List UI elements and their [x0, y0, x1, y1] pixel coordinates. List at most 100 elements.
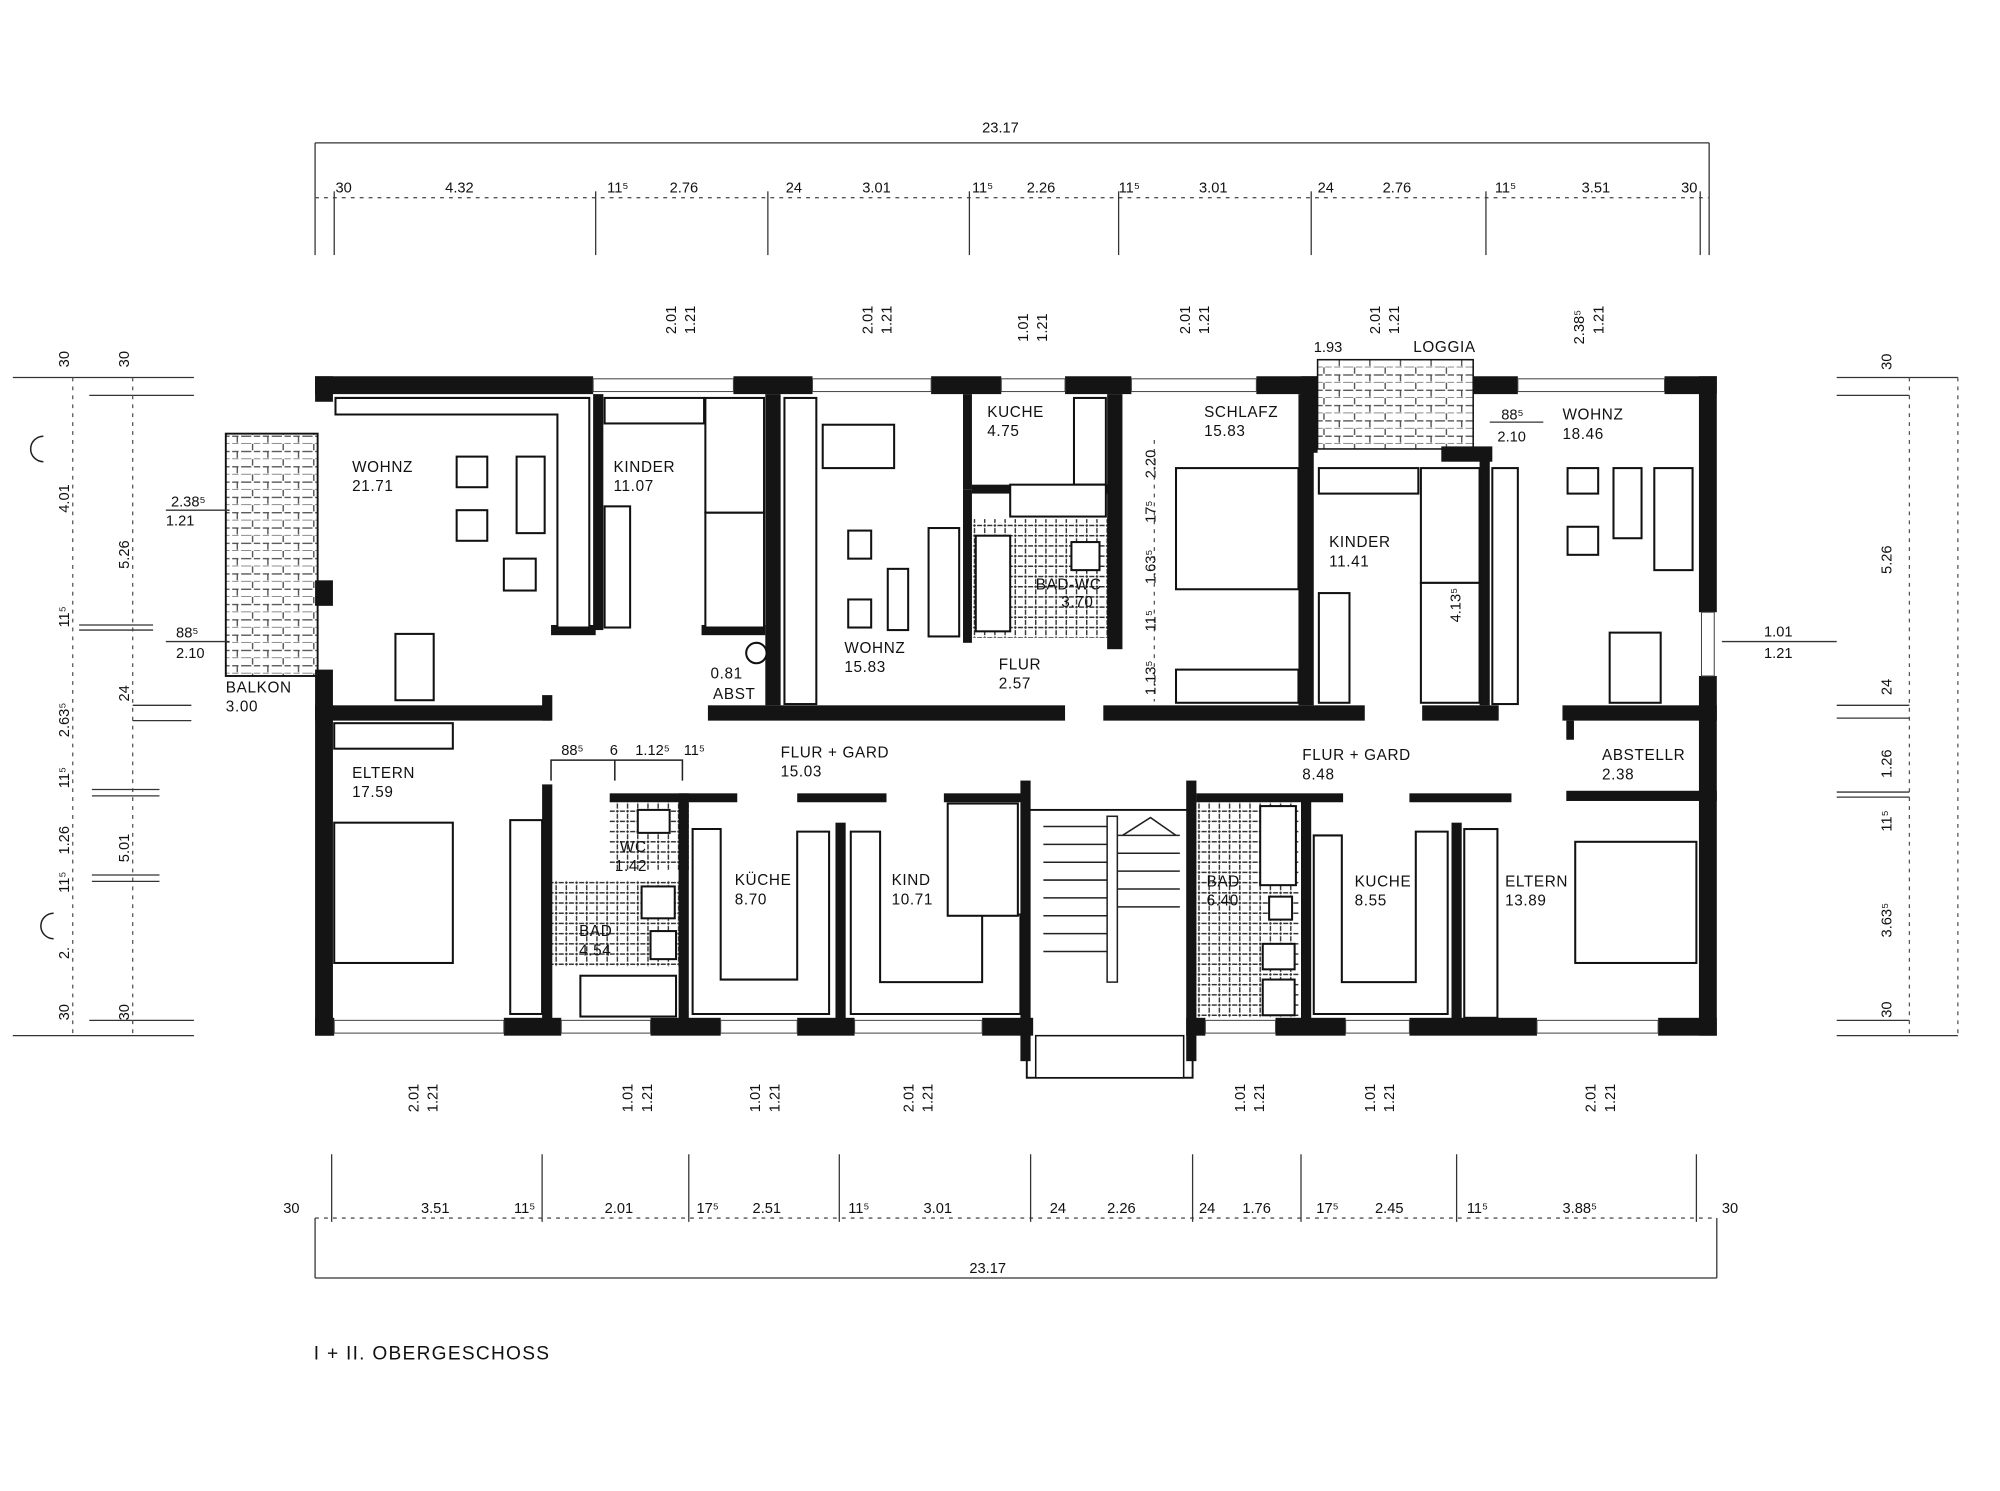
- room-area: 6.40: [1207, 893, 1239, 910]
- overall-width-top: 23.17: [982, 121, 1019, 137]
- balcony-window-width: 2.38⁵: [171, 494, 206, 510]
- dim-bottom: 11⁵: [848, 1201, 869, 1217]
- room-area: 15.83: [844, 659, 885, 676]
- dim-left: 2.: [57, 947, 73, 959]
- room-name: ELTERN: [1505, 873, 1568, 890]
- room-area: 2.57: [999, 676, 1031, 693]
- room-bad-wc: BAD-WC3.70: [1036, 576, 1102, 611]
- room-area: 10.71: [892, 891, 933, 908]
- room-area: 4.75: [987, 423, 1019, 440]
- window-width: 2.01: [664, 306, 680, 335]
- window-dimensions: 2.01 1.21 2.01 1.21 1.01 1.21 2.01 1.21 …: [165, 306, 1837, 1113]
- room-name: KINDER: [1329, 534, 1391, 551]
- dim-bottom: 17⁵: [1316, 1201, 1338, 1217]
- dim-left: 11⁵: [57, 606, 73, 627]
- inner-dim: 88⁵: [561, 743, 583, 759]
- dim-right: 1.26: [1880, 749, 1896, 778]
- dim-left-inner: 30: [117, 351, 133, 367]
- window-width: 1.01: [621, 1084, 637, 1113]
- balcony-door-width: 88⁵: [176, 626, 198, 642]
- balcony-area: 3.00: [226, 699, 258, 716]
- dim-bottom: 24: [1199, 1201, 1215, 1217]
- room-name: ELTERN: [352, 765, 415, 782]
- dim-bottom: 30: [1722, 1201, 1738, 1217]
- dim-top: 3.01: [862, 181, 891, 197]
- balcony-label: BALKON: [226, 680, 292, 697]
- dim-right: 3.63⁵: [1880, 903, 1896, 938]
- room-name: WOHNZ: [844, 640, 905, 657]
- dim-top: 11⁵: [607, 181, 628, 197]
- room-area: 21.71: [352, 478, 393, 495]
- room-flur-1: FLUR 2.57: [999, 657, 1042, 693]
- loggia-label: LOGGIA: [1413, 339, 1476, 356]
- room-area: 13.89: [1505, 893, 1546, 910]
- window-width: 1.01: [1233, 1084, 1249, 1113]
- dim-top: 2.26: [1027, 181, 1056, 197]
- window-height: 1.21: [1591, 306, 1607, 335]
- room-name: FLUR: [999, 657, 1042, 674]
- dim-left: 4.01: [57, 484, 73, 513]
- room-kuche-1: KUCHE 4.75: [987, 404, 1044, 440]
- room-wc: WC1.42: [615, 839, 647, 875]
- dim-left-inner: 24: [117, 685, 133, 701]
- dim-bottom: 30: [283, 1201, 299, 1217]
- window-width: 2.01: [860, 306, 876, 335]
- dim-top: 30: [1681, 181, 1697, 197]
- room-name: FLUR + GARD: [781, 745, 890, 762]
- room-name: ABST: [713, 686, 756, 703]
- room-area: 15.83: [1204, 423, 1245, 440]
- loggia-door-height: 2.10: [1497, 429, 1526, 445]
- overall-width-bottom: 23.17: [969, 1261, 1006, 1277]
- dim-bottom: 2.26: [1107, 1201, 1136, 1217]
- room-area: 8.55: [1355, 893, 1387, 910]
- room-area: 11.41: [1329, 553, 1369, 570]
- inner-dim: 6: [610, 743, 618, 759]
- dim-top: 4.32: [445, 181, 474, 197]
- dim-bottom: 11⁵: [514, 1201, 535, 1217]
- staircase: [1025, 808, 1194, 1079]
- dimension-left: 30 4.01 11⁵ 2.63⁵ 11⁵ 1.26 11⁵ 2. 30 30 …: [12, 351, 194, 1037]
- dim-bottom: 17⁵: [696, 1201, 718, 1217]
- dim-top: 24: [786, 181, 802, 197]
- dim-bottom: 1.76: [1242, 1201, 1271, 1217]
- dim-top: 3.01: [1199, 181, 1228, 197]
- dim-left: 1.26: [57, 826, 73, 855]
- dim-left-inner: 5.01: [117, 834, 133, 863]
- window-width: 2.38⁵: [1572, 310, 1588, 345]
- inner-dim: 1.63⁵: [1144, 550, 1160, 585]
- window-height: 1.21: [1197, 306, 1213, 335]
- right-window-height: 1.21: [1764, 646, 1793, 662]
- punch-hole: [29, 435, 44, 463]
- dim-right: 30: [1880, 354, 1896, 370]
- window-height: 1.21: [426, 1084, 442, 1113]
- window-width: 2.01: [901, 1084, 917, 1113]
- inner-dim: 2.20: [1144, 450, 1160, 479]
- loggia-door-width: 88⁵: [1501, 408, 1523, 424]
- dim-right: 30: [1880, 1001, 1896, 1017]
- balcony: [224, 432, 319, 677]
- dim-bottom: 2.45: [1375, 1201, 1404, 1217]
- room-name: KUCHE: [987, 404, 1044, 421]
- dim-right: 11⁵: [1880, 810, 1896, 831]
- dim-top: 2.76: [1383, 181, 1412, 197]
- room-area: 2.38: [1602, 766, 1634, 783]
- room-area: 1.42: [615, 858, 647, 875]
- loggia-width: 1.93: [1314, 340, 1343, 356]
- dim-top: 2.76: [670, 181, 699, 197]
- room-area: 4.54: [579, 942, 611, 959]
- dim-left: 30: [57, 1004, 73, 1020]
- room-name: BAD-WC: [1036, 576, 1102, 593]
- dim-bottom: 3.88⁵: [1562, 1201, 1597, 1217]
- dimension-right: 30 5.26 24 1.26 11⁵ 3.63⁵ 30: [1836, 354, 1959, 1037]
- room-area: 8.70: [735, 891, 767, 908]
- punch-hole: [40, 912, 54, 940]
- room-wohnz-2: WOHNZ 15.83: [844, 640, 905, 676]
